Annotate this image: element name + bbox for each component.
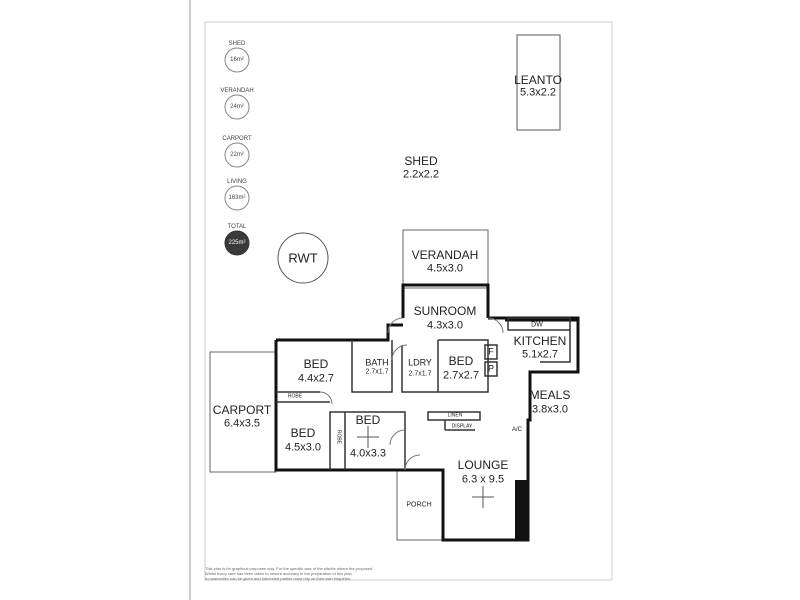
bath-label: BATH [365,357,389,368]
area-circle-shed [224,47,250,73]
ceiling-fans [357,426,494,508]
verandah-dim: 4.5x3.0 [426,262,464,275]
verandah-label: VERANDAH [411,248,479,262]
disclaimer-line: Whilst every care has been taken to ensu… [205,571,352,576]
area-value-verandah: 24m² [230,104,244,110]
sunroom-dim: 4.3x3.0 [426,319,464,332]
laundry-dim: 2.7x1.7 [408,370,432,378]
area-circle-living [224,185,250,211]
lounge-dark-wall [515,480,528,540]
area-label-carport: CARPORT [222,136,252,142]
display-label: DISPLAY [451,423,473,430]
area-label-shed: SHED [228,41,246,47]
fridge-label: F [488,346,494,357]
page-border [204,21,613,581]
area-circle-verandah [224,94,250,120]
area-value-carport: 22m² [230,152,244,158]
carport-dim: 6.4x3.5 [223,417,261,430]
rwt-label: RWT [288,250,318,266]
meals-dim: 3.8x3.0 [531,403,569,416]
area-value-living: 163m² [228,195,246,201]
bed1-label: BED [303,357,329,371]
kitchen-label: KITCHEN [513,334,567,348]
lounge-dim: 6.3 x 9.5 [461,473,505,486]
verandah-outline [402,229,489,289]
robe1-label: ROBE [287,393,303,400]
bed4-dim: 4.0x3.3 [349,447,387,460]
carport-label: CARPORT [212,403,272,417]
bed3-dim: 4.5x3.0 [284,441,322,454]
rwt-tank [277,232,329,284]
area-value-shed: 16m² [230,57,244,63]
bed4-label: BED [355,413,381,427]
aircon-label: A/C [511,427,523,433]
disclaimer-line: This plan is for graphical purposes only… [205,566,373,571]
shed-label: SHED [404,154,438,168]
kitchen-dim: 5.1x2.7 [521,348,559,361]
area-circle-total [224,230,250,256]
bed1-dim: 4.4x2.7 [297,372,335,385]
area-label-total: TOTAL [227,224,247,230]
leanto-label: LEANTO [514,73,562,87]
internal-walls [276,317,571,470]
pantry-label: P [487,363,495,374]
porch-label: PORCH [406,501,432,509]
leanto-dim: 5.3x2.2 [519,86,557,99]
shed-dim: 2.2x2.2 [402,168,440,181]
leanto-outline [516,34,561,131]
bath-dim: 2.7x1.7 [365,368,389,376]
robe2-label: ROBE [335,429,342,445]
area-value-total: 225m² [228,240,246,246]
meals-label: MEALS [529,388,571,402]
lounge-label: LOUNGE [457,458,509,472]
linen-label: LINEN [447,412,463,419]
area-label-living: LIVING [227,179,247,185]
disclaimer-line: no warranties can be given and intereste… [205,576,352,581]
disclaimer: This plan is for graphical purposes only… [205,566,405,581]
bed2-label: BED [448,354,474,368]
dishwasher-label: DW [531,321,543,329]
area-label-verandah: VERANDAH [220,88,254,94]
bed3-label: BED [290,426,316,440]
laundry-label: LDRY [408,357,432,368]
sunroom-label: SUNROOM [413,304,477,318]
door-swings [319,317,504,471]
bed2-dim: 2.7x2.7 [442,369,480,382]
area-circle-carport [224,142,250,168]
